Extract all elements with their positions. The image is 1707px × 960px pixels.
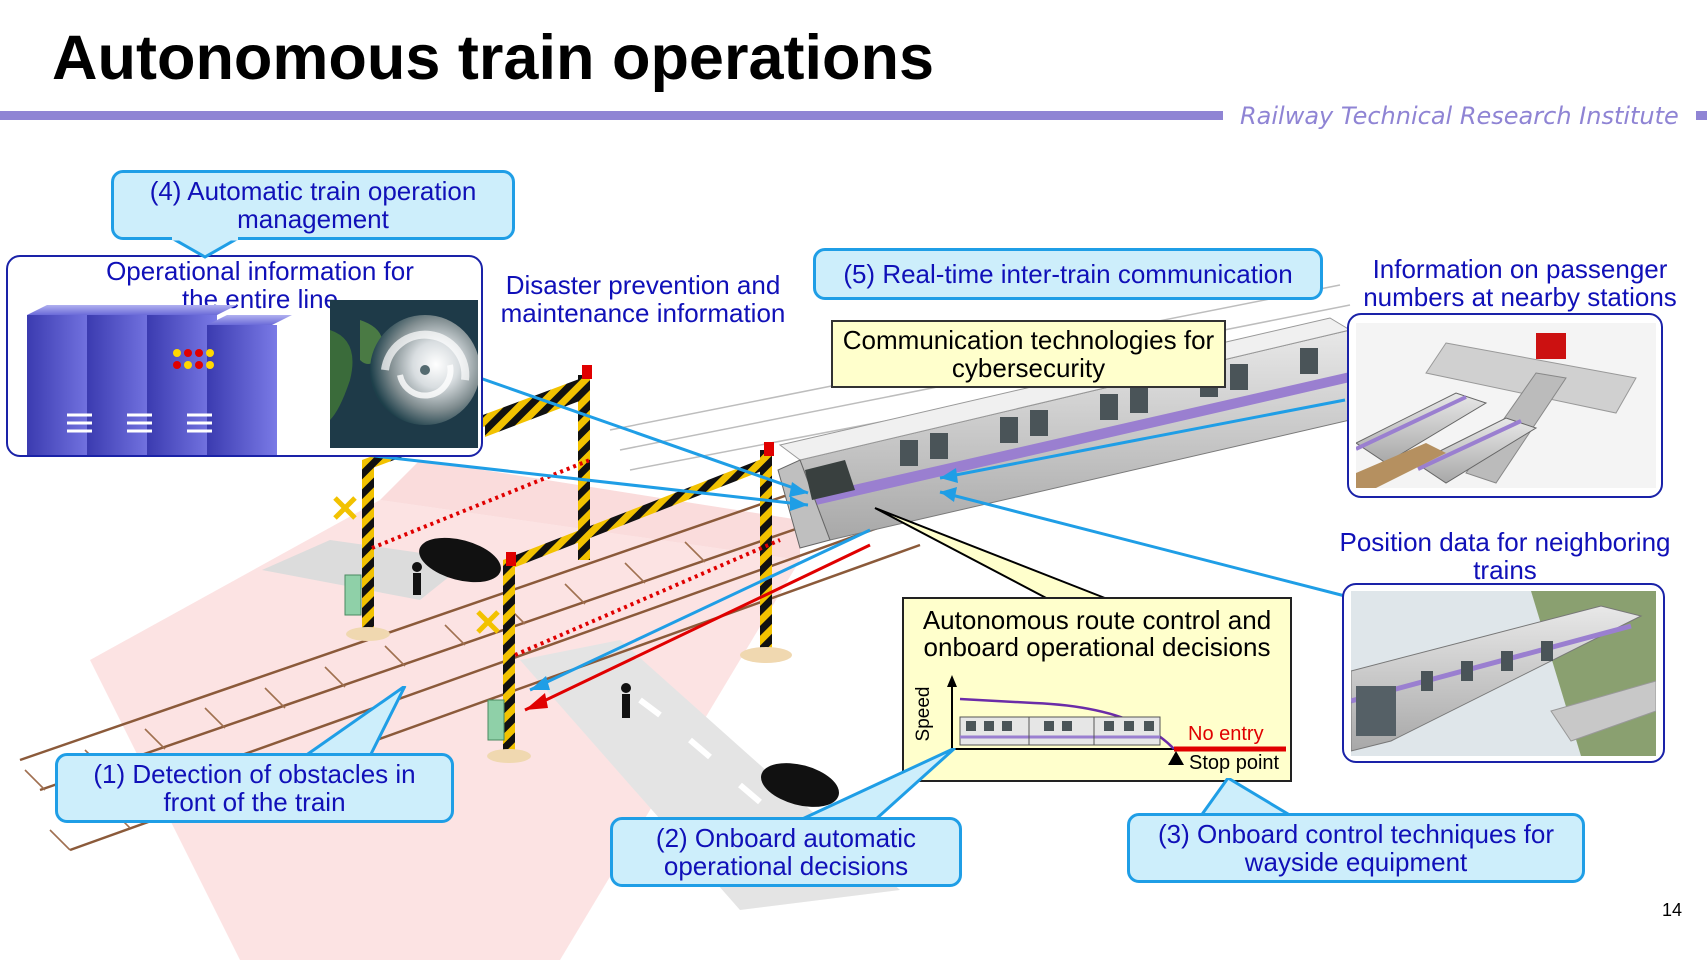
callout-onboard-auto: (2) Onboard automatic operational decisi… <box>610 817 962 887</box>
inset-train-icon <box>959 716 1161 746</box>
road-markings <box>638 697 762 805</box>
callout-detect: (1) Detection of obstacles in front of t… <box>55 753 454 823</box>
speed-profile-chart <box>947 675 1286 765</box>
header-accent-bar <box>0 111 1223 120</box>
typhoon-satellite-image <box>330 300 478 448</box>
header-accent-end <box>1696 111 1707 120</box>
car-icon <box>419 537 839 807</box>
inset-pointer <box>874 507 1111 601</box>
callout-atom-tail <box>170 237 244 259</box>
callout-rtic: (5) Real-time inter-train communication <box>813 248 1323 300</box>
detection-beams <box>371 458 871 712</box>
speed-axis-label: Speed <box>913 686 934 742</box>
stop-point-label: Stop point <box>1189 752 1280 774</box>
neighbor-train-image <box>1351 591 1656 756</box>
arrow-heads <box>530 468 958 690</box>
no-entry-label: No entry <box>1188 723 1264 745</box>
communication-arrows <box>294 375 1346 692</box>
pedestrian-icon <box>412 562 631 718</box>
callout-wayside: (3) Onboard control techniques for waysi… <box>1127 813 1585 883</box>
callout-atom: (4) Automatic train operation management <box>111 170 515 240</box>
station-icon <box>1356 323 1656 488</box>
callout-onboard-tail <box>800 748 957 822</box>
institute-name: Railway Technical Research Institute <box>1240 102 1679 130</box>
page-number: 14 <box>1662 900 1683 920</box>
server-rack-icon <box>27 305 292 455</box>
cybersecurity-note: Communication technologies for cybersecu… <box>831 320 1226 388</box>
route-control-title: Autonomous route control and onboard ope… <box>922 605 1272 663</box>
route-control-inset: Autonomous route control and onboard ope… <box>902 597 1292 782</box>
disaster-info-label: Disaster prevention and maintenance info… <box>500 270 786 329</box>
page-title: Autonomous train operations <box>52 23 934 93</box>
position-data-label: Position data for neighboring trains <box>1339 527 1671 586</box>
passenger-info-label: Information on passenger numbers at near… <box>1363 254 1677 313</box>
